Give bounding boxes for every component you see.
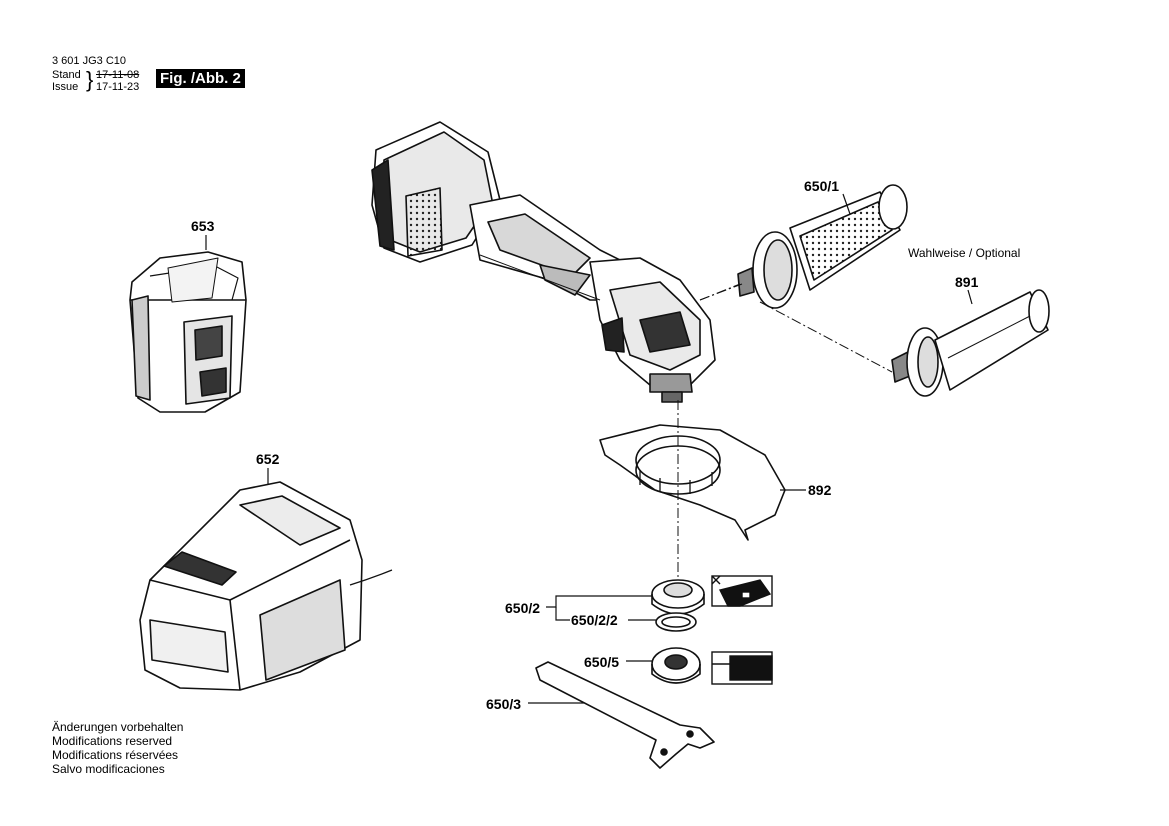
optional-note: Wahlweise / Optional (908, 246, 1021, 260)
footer-line-es: Salvo modificaciones (52, 762, 165, 776)
charger-drawing (139, 481, 393, 691)
footer-line-fr: Modifications réservées (52, 748, 179, 762)
footer-line-en: Modifications reserved (52, 734, 173, 748)
vibration-handle-drawing (891, 289, 1050, 397)
clamping-nut-drawing (651, 647, 701, 684)
aux-handle-drawing (737, 184, 908, 309)
figure-badge: Fig. /Abb. 2 (156, 69, 245, 88)
callout-891: 891 (955, 274, 979, 290)
callout-652: 652 (256, 451, 280, 467)
flange-drawing (651, 579, 705, 632)
issue-date: 17-11-23 (96, 81, 140, 93)
callout-892: 892 (808, 482, 832, 498)
battery-drawing (129, 251, 247, 413)
callout-650-5: 650/5 (584, 654, 620, 670)
angle-grinder (371, 121, 716, 403)
callout-650-2-2: 650/2/2 (571, 612, 618, 628)
callout-650-2: 650/2 (505, 600, 541, 616)
nut-section-detail (711, 651, 773, 685)
footer-line-de: Änderungen vorbehalten (52, 720, 184, 734)
issue-label: Issue (52, 81, 79, 93)
callout-650-3: 650/3 (486, 696, 522, 712)
leader-lines (205, 193, 973, 704)
part-number: 3 601 JG3 C10 (52, 55, 126, 67)
flange-section-detail (711, 575, 773, 607)
callout-653: 653 (191, 218, 215, 234)
spanner-drawing (535, 661, 715, 769)
stand-label: Stand (52, 69, 81, 81)
guard-drawing (599, 424, 786, 541)
date-brace: } (86, 67, 94, 92)
callout-650-1: 650/1 (804, 178, 840, 194)
stand-date: 17-11-08 (96, 69, 140, 81)
